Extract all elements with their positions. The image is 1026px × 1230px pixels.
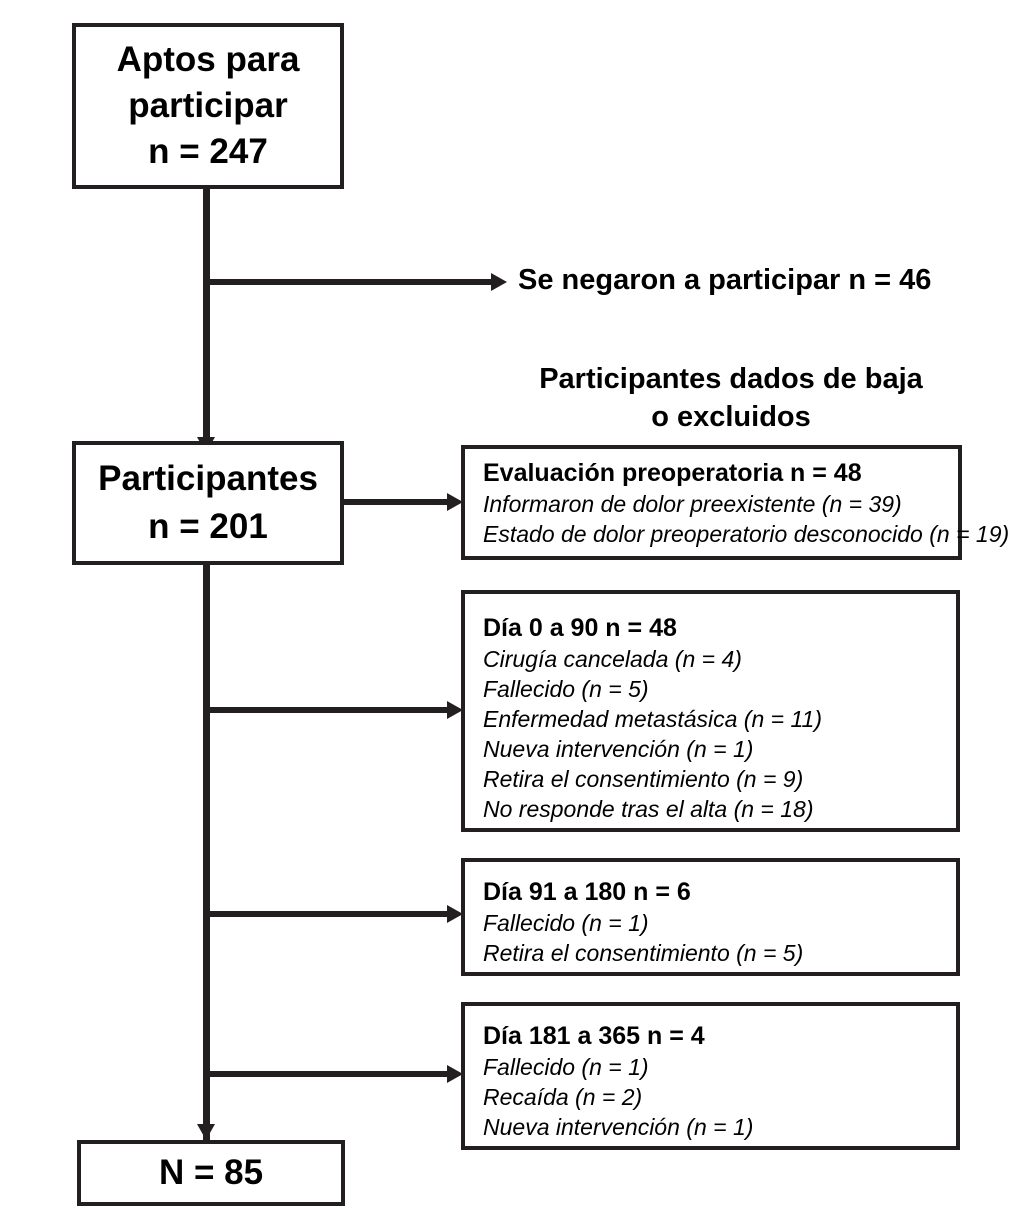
arrowhead-exclusion-d91 (447, 905, 463, 923)
exclusions-header: Participantes dados de baja o excluidos (500, 360, 962, 436)
exclusion-item: Estado de dolor preoperatorio desconocid… (483, 521, 1010, 547)
exclusion-item: Informaron de dolor preexistente (n = 39… (483, 491, 902, 517)
exclusion-item: Recaída (n = 2) (483, 1084, 643, 1110)
arrowhead-exclusion-preop (447, 493, 463, 511)
label-refused: Se negaron a participar n = 46 (518, 264, 932, 296)
exclusion-item: No responde tras el alta (n = 18) (483, 796, 814, 822)
exclusion-item: Cirugía cancelada (n = 4) (483, 646, 742, 672)
exclusion-item: Fallecido (n = 1) (483, 910, 649, 936)
exclusion-box-preop: Evaluación preoperatoria n = 48 Informar… (461, 445, 1010, 560)
exclusion-title-day-91-180: Día 91 a 180 n = 6 (483, 878, 691, 906)
arrowhead-exclusion-d181 (447, 1065, 463, 1083)
connector-exclusion-d91 (206, 911, 452, 917)
exclusion-item: Enfermedad metastásica (n = 11) (483, 706, 822, 732)
node-participants-line-1: Participantes (98, 459, 318, 498)
exclusion-item: Nueva intervención (n = 1) (483, 736, 754, 762)
exclusion-item: Nueva intervención (n = 1) (483, 1114, 754, 1140)
arrowhead-to-final (197, 1124, 215, 1140)
exclusions-header-line-2: o excluidos (651, 401, 811, 433)
exclusion-item: Retira el consentimiento (n = 5) (483, 940, 804, 966)
connector-exclusion-d181 (206, 1071, 452, 1077)
node-final-label: N = 85 (158, 1153, 264, 1192)
exclusion-box-day-0-90: Día 0 a 90 n = 48 Cirugía cancelada (n =… (461, 590, 960, 832)
connector-refused (206, 279, 494, 285)
exclusion-box-day-181-365: Día 181 a 365 n = 4 Fallecido (n = 1) Re… (461, 1002, 960, 1150)
node-eligible-line-3: n = 247 (148, 132, 268, 171)
exclusion-item: Retira el consentimiento (n = 9) (483, 766, 804, 792)
exclusions-header-line-1: Participantes dados de baja (539, 363, 923, 395)
exclusion-item: Fallecido (n = 1) (483, 1054, 649, 1080)
exclusion-title-preop: Evaluación preoperatoria n = 48 (483, 459, 862, 487)
arrowhead-exclusion-d0 (447, 701, 463, 719)
exclusion-title-day-0-90: Día 0 a 90 n = 48 (483, 614, 677, 642)
node-eligible-line-1: Aptos para (116, 40, 300, 79)
connector-exclusion-d0 (206, 707, 452, 713)
node-participants-line-2: n = 201 (148, 507, 268, 546)
arrowhead-refused (491, 273, 507, 291)
connector-eligible-to-participants (203, 189, 210, 453)
connector-exclusion-preop (342, 499, 452, 505)
node-eligible: Aptos para participar n = 247 (72, 23, 344, 189)
node-final-sample: N = 85 (77, 1140, 345, 1206)
node-eligible-line-2: participar (128, 86, 288, 125)
connector-participants-to-final (203, 565, 210, 1140)
exclusion-box-day-91-180: Día 91 a 180 n = 6 Fallecido (n = 1) Ret… (461, 858, 960, 976)
exclusion-item: Fallecido (n = 5) (483, 676, 649, 702)
node-participants: Participantes n = 201 (72, 441, 344, 565)
exclusion-title-day-181-365: Día 181 a 365 n = 4 (483, 1022, 705, 1050)
